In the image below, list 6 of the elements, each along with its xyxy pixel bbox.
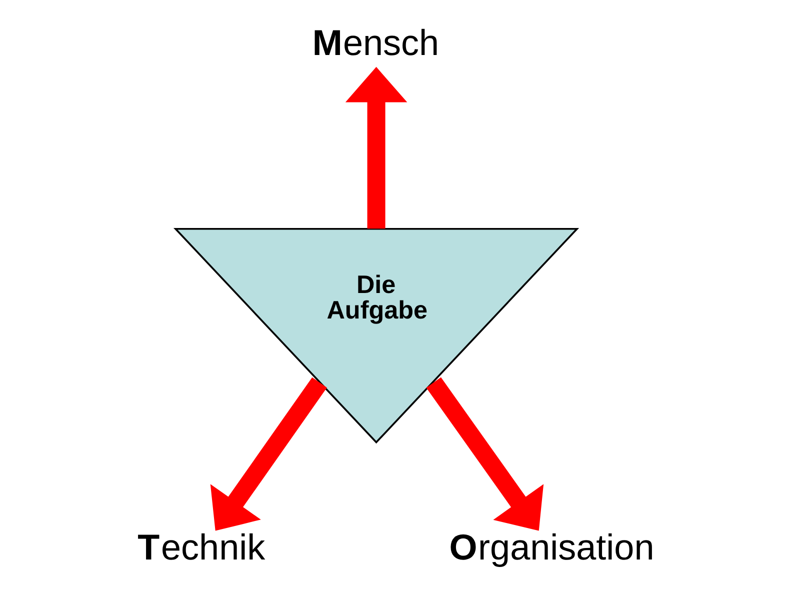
node-text: Mensch <box>312 22 439 64</box>
node-text: Organisation <box>448 526 654 568</box>
arrow <box>426 377 544 531</box>
arrow <box>210 377 326 531</box>
node-text: Technik <box>137 526 265 568</box>
arrow <box>344 66 407 229</box>
